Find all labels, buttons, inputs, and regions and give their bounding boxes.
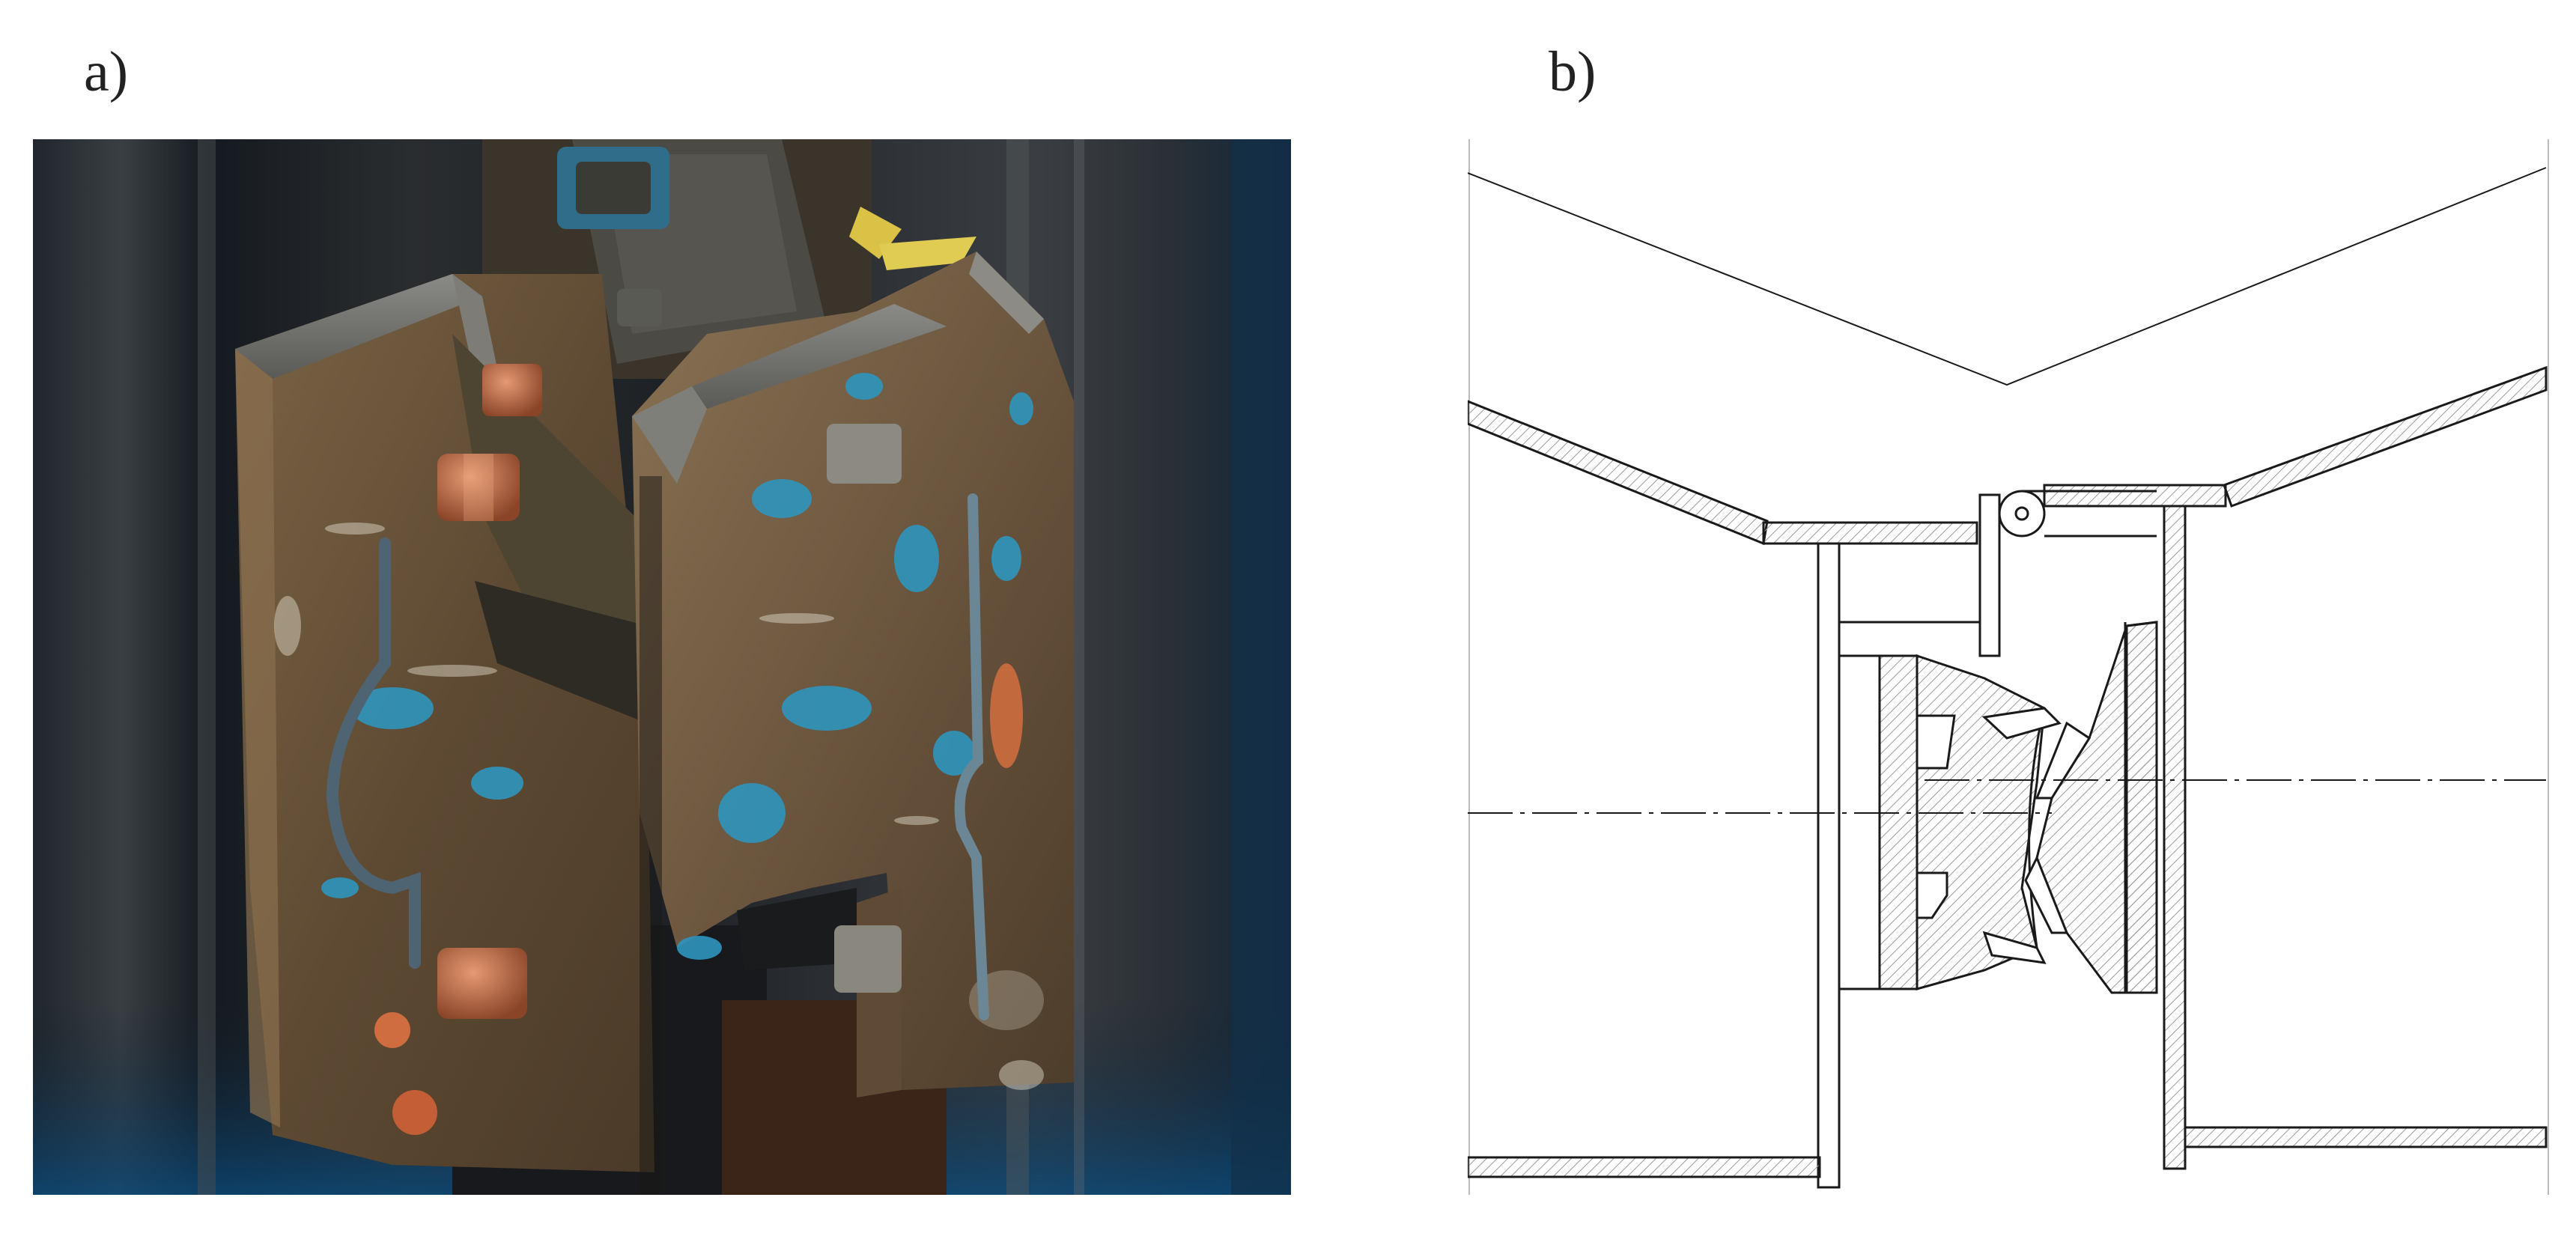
coupling-section-drawing — [1468, 139, 2550, 1195]
panel-a-label: a) — [84, 40, 129, 103]
panel-b-label: b) — [1549, 40, 1597, 103]
section-drawing-svg — [1468, 139, 2549, 1195]
coupling-photo-illustration — [33, 139, 1291, 1195]
coupling-photo — [33, 139, 1291, 1195]
